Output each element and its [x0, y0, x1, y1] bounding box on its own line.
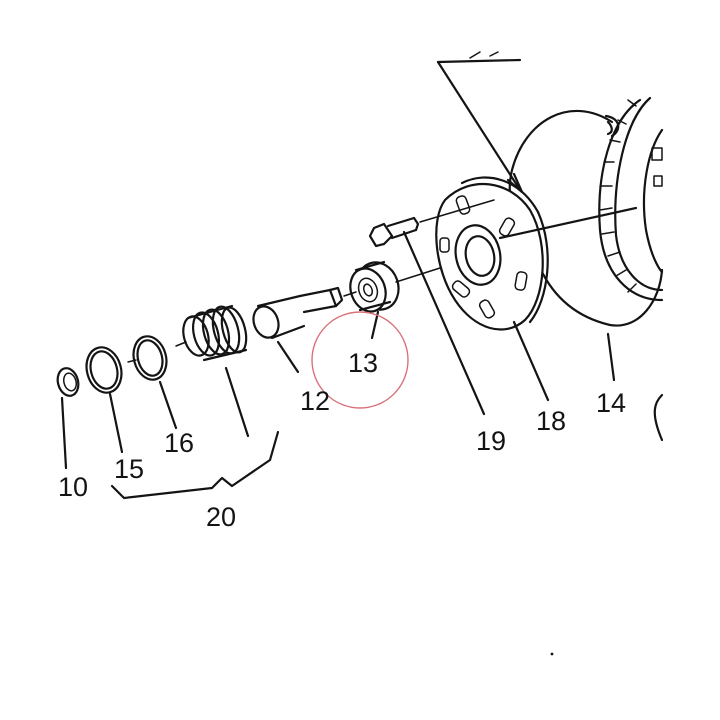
label-part-12: 12 — [300, 386, 330, 416]
label-part-13: 13 — [348, 348, 378, 378]
label-part-14: 14 — [596, 388, 626, 418]
part-spring — [175, 304, 250, 438]
part-13-bearing — [311, 260, 441, 409]
label-part-10: 10 — [58, 472, 88, 502]
label-part-19: 19 — [476, 426, 506, 456]
label-part-15: 15 — [114, 454, 144, 484]
part-16-oring — [127, 335, 178, 430]
label-part-20: 20 — [206, 502, 236, 532]
part-10-washer — [56, 367, 80, 470]
label-part-18: 18 — [536, 406, 566, 436]
part-19-bolt — [368, 199, 495, 416]
part-14-ring-housing — [508, 96, 664, 442]
part-top-pointer — [436, 51, 524, 194]
part-12-pin — [252, 286, 357, 374]
part-18-flange — [435, 176, 638, 402]
part-13-highlight-circle — [311, 311, 409, 409]
part-20-bracket — [110, 430, 280, 500]
stray-dot — [550, 652, 554, 656]
label-part-16: 16 — [164, 428, 194, 458]
part-15-oring — [85, 346, 124, 454]
